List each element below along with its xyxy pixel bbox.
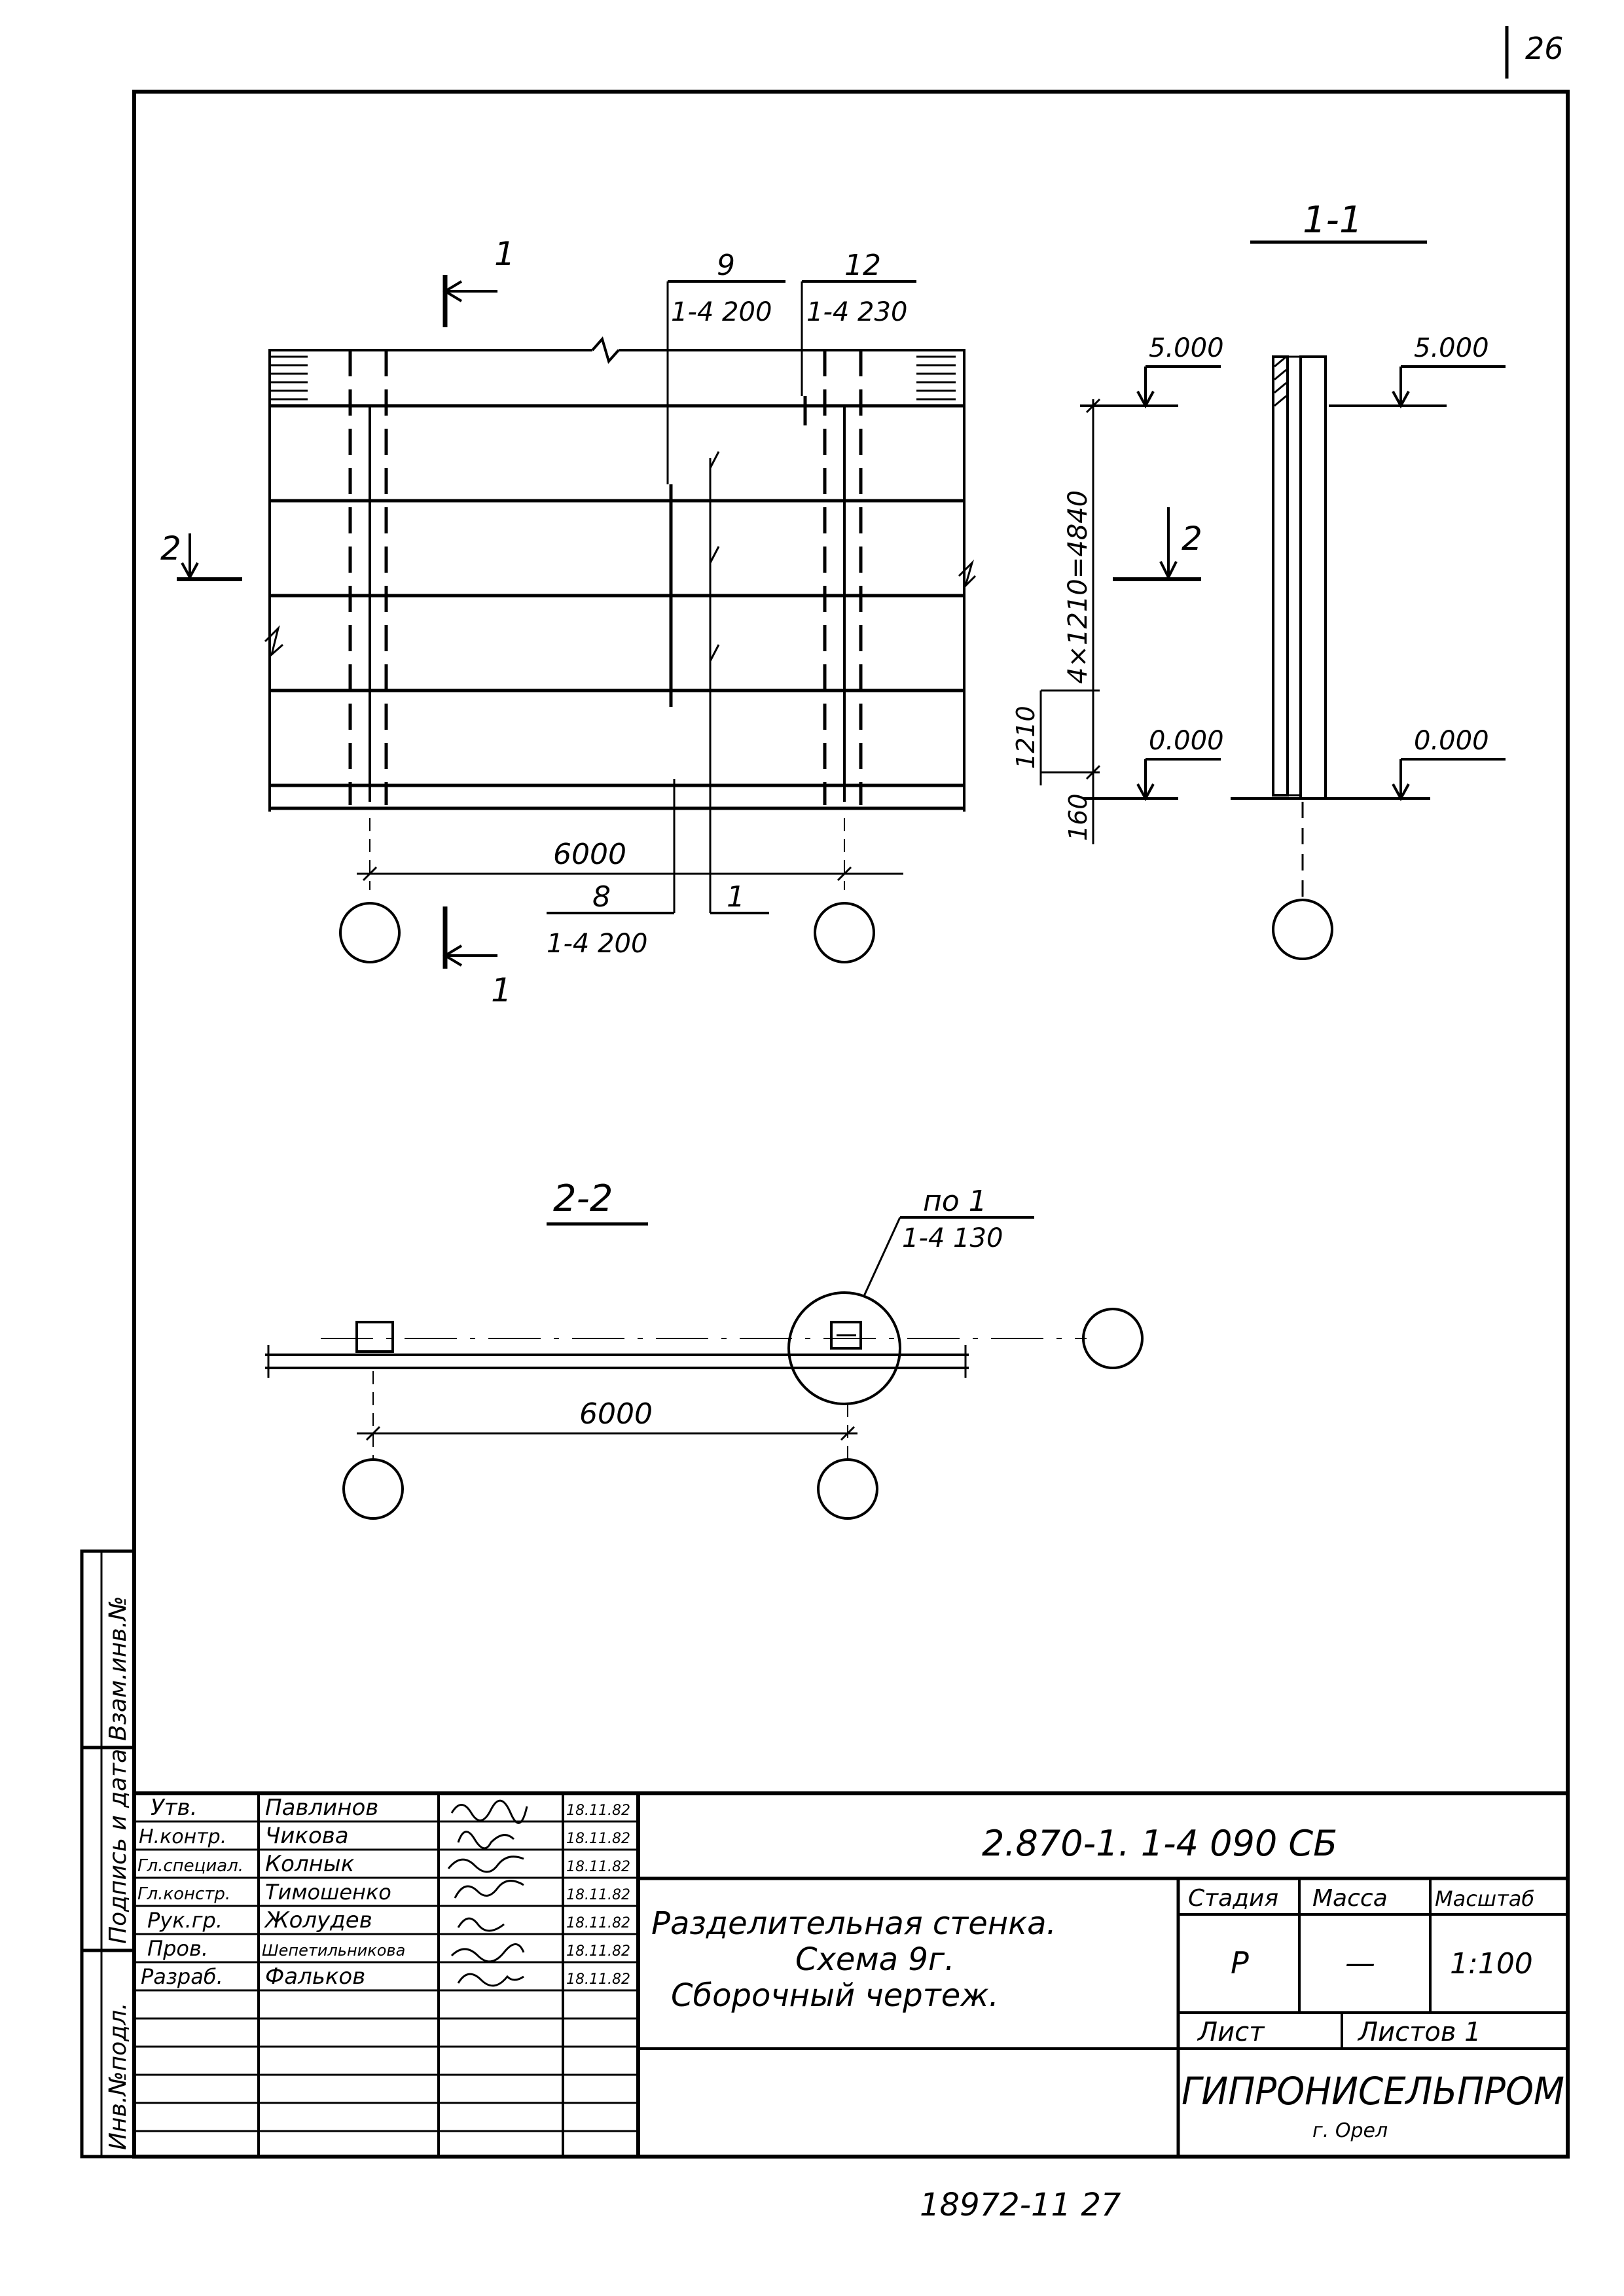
dim-row: 1210: [1011, 706, 1040, 769]
axis-circle: [814, 902, 875, 963]
name-3: Тимошенко: [265, 1880, 391, 1905]
callout-2-2-number: по 1: [923, 1185, 987, 1218]
callout-12-number: 12: [844, 249, 881, 282]
date-4: 18.11.82: [566, 1915, 630, 1931]
callout-8-text: 1-4 200: [547, 929, 647, 959]
name-6: Фальков: [265, 1964, 365, 1990]
axis-circle: [817, 1458, 878, 1520]
stage-value: Р: [1231, 1945, 1249, 1981]
col-stage: Стадия: [1188, 1885, 1278, 1912]
side-stamp-sign: Подпись и дата: [105, 1749, 132, 1944]
section-mark-1-bottom: 1: [491, 971, 512, 1009]
title-line-3: Сборочный чертеж.: [671, 1977, 999, 2014]
section-mark-2-right: 2: [1182, 520, 1202, 558]
callout-1-number: 1: [727, 880, 745, 914]
date-0: 18.11.82: [566, 1803, 630, 1819]
role-6: Разраб.: [141, 1964, 223, 1989]
title-line-2: Схема 9г.: [795, 1941, 954, 1978]
org-name: ГИПРОНИСЕЛЬПРОМ: [1182, 2069, 1564, 2113]
callout-9-text: 1-4 200: [671, 297, 772, 327]
section-2-2-title: 2-2: [553, 1177, 613, 1220]
col-scale: Масштаб: [1435, 1886, 1534, 1911]
title-block: Утв. Н.контр. Гл.специал. Гл.констр. Рук…: [132, 1791, 1570, 2159]
date-5: 18.11.82: [566, 1943, 630, 1960]
date-6: 18.11.82: [566, 1971, 630, 1988]
scale-value: 1:100: [1450, 1947, 1533, 1981]
section-1-1-level-bottom: 0.000: [1414, 726, 1489, 756]
date-1: 18.11.82: [566, 1831, 630, 1847]
dim-base: 160: [1064, 793, 1092, 841]
role-3: Гл.констр.: [137, 1884, 230, 1904]
name-0: Павлинов: [265, 1795, 378, 1821]
callout-12-text: 1-4 230: [806, 297, 907, 327]
column-section: [355, 1321, 394, 1353]
signatures: [447, 1799, 528, 1987]
role-4: Рук.гр.: [147, 1908, 223, 1933]
col-mass: Масса: [1312, 1885, 1388, 1912]
side-stamp-inv: Инв.№подл.: [105, 2003, 132, 2150]
date-2: 18.11.82: [566, 1859, 630, 1875]
doc-code: 2.870-1. 1-4 090 СБ: [982, 1823, 1337, 1864]
side-stamp: Инв.№подл. Подпись и дата Взам.инв.№: [80, 1549, 136, 2159]
axis-circle: [1082, 1308, 1144, 1369]
section-1-1: 1-1 5.000 0.000: [1231, 199, 1506, 960]
section-mark-2-left: 2: [160, 529, 181, 567]
role-1: Н.контр.: [139, 1825, 226, 1848]
date-3: 18.11.82: [566, 1887, 630, 1903]
elevation-view: 1 1 2 2 9 1-4 200 12 1-4 230 5.000: [160, 235, 1224, 1009]
name-1: Чикова: [265, 1823, 349, 1849]
axis-circle: [342, 1458, 404, 1520]
mass-value: —: [1345, 1945, 1375, 1981]
callout-8-number: 8: [592, 880, 611, 914]
org-city: г. Орел: [1312, 2119, 1388, 2142]
name-4: Жолудев: [264, 1907, 372, 1933]
role-0: Утв.: [151, 1795, 197, 1821]
section-1-1-title: 1-1: [1303, 199, 1362, 242]
axis-circle: [1272, 899, 1333, 960]
elevation-level-bottom: 0.000: [1149, 726, 1224, 756]
page-number: 26: [1525, 31, 1564, 66]
callout-2-2-text: 1-4 130: [902, 1223, 1003, 1253]
footer-code: 18972-11 27: [920, 2187, 1121, 2223]
sheet-label: Лист: [1197, 2017, 1265, 2047]
sheets-label: Листов 1: [1357, 2017, 1481, 2047]
section-1-1-level-top: 5.000: [1414, 333, 1489, 363]
dim-height: 4×1210=4840: [1063, 490, 1093, 684]
section-mark-1-top: 1: [494, 235, 515, 273]
elevation-level-top: 5.000: [1149, 333, 1224, 363]
side-stamp-vzam: Взам.инв.№: [105, 1596, 132, 1741]
axis-circle: [339, 902, 401, 963]
role-5: Пров.: [147, 1936, 208, 1961]
name-2: Колнык: [265, 1851, 355, 1877]
callout-9-number: 9: [717, 249, 735, 282]
role-2: Гл.специал.: [137, 1856, 244, 1876]
detail-circle: [787, 1291, 901, 1405]
column-section: [830, 1321, 862, 1350]
section-2-2-dim: 6000: [579, 1397, 653, 1431]
title-line-1: Разделительная стенка.: [651, 1905, 1056, 1942]
name-5: Шепетильникова: [262, 1941, 405, 1960]
section-2-2: 2-2 по 1 1-4 130 6000: [265, 1177, 1144, 1520]
dim-span: 6000: [553, 838, 626, 871]
parapet-hatch: [270, 355, 956, 401]
